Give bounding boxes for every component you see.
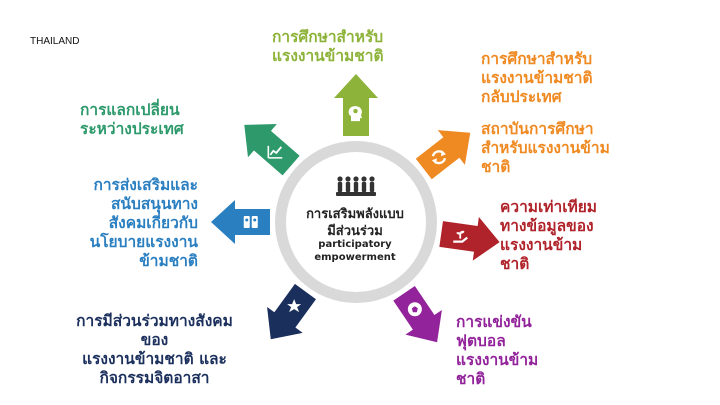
label-right-line: ชาติ [500,255,530,273]
label-bottom-right-line: แรงงานข้าม [456,351,539,369]
country-label: THAILAND [30,36,80,47]
label-bottom-left-line: การมีส่วนร่วมทางสังคม [76,312,233,330]
arrow-group [211,74,500,343]
label-top-right-line: แรงงานข้ามชาติ [481,69,593,87]
label-bottom-left-line: กิจกรรมจิตอาสา [99,369,210,387]
label-top-line: การศึกษาสำหรับ [272,28,384,46]
label-bottom-right-line: ฟุตบอล [456,332,506,350]
handshake-star-icon [287,299,302,313]
arrow-top [334,74,378,136]
arrow-top-left-shape [244,124,300,176]
head-gear-icon [348,106,362,122]
label-top-left-line: การแลกเปลี่ยน [80,101,180,119]
label-right: ความเท่าเทียมทางข้อมูลของแรงงานข้ามชาติ [500,198,597,274]
arrow-top-left [244,124,300,176]
label-top-right-line: สำหรับแรงงานข้าม [481,139,610,157]
hand-sprout-icon [453,230,468,243]
people-group-icon [336,176,376,196]
label-top-left-line: ระหว่างประเทศ [80,120,184,138]
center-hub-inner-circle [286,152,426,292]
label-top-right-secondary: สถาบันการศึกษาสำหรับแรงงานข้ามชาติ [481,120,610,177]
label-bottom-right-line: การแข่งขัน [456,313,532,331]
label-top-right-line: ชาติ [481,158,511,176]
arrow-right [439,217,500,261]
center-hub [275,141,437,303]
label-top: การศึกษาสำหรับแรงงานข้ามชาติ [272,28,384,66]
arrow-top-right [415,130,471,180]
id-cards-icon [243,216,258,228]
label-bottom-right: การแข่งขันฟุตบอลแรงงานข้ามชาติ [456,313,538,389]
label-top-line: แรงงานข้ามชาติ [272,47,384,65]
label-top-right-line: สถาบันการศึกษา [481,120,594,138]
center-english-line2: empowerment [314,252,396,263]
label-bottom-right-line: ชาติ [456,370,486,388]
label-left: การส่งเสริมและสนับสนุนทางสังคมเกี่ยวกับน… [48,176,198,271]
arrow-left-shape [211,200,270,244]
arrow-bottom-left [267,283,316,340]
label-top-left: การแลกเปลี่ยนระหว่างประเทศ [80,101,184,139]
center-title-line2: มีส่วนร่วม [327,224,383,239]
arrow-bottom-left-shape [267,283,316,340]
label-right-line: แรงงานข้าม [500,236,583,254]
label-right-line: ความเท่าเทียม [500,198,598,216]
soccer-ball-icon [407,302,422,317]
arrow-right-shape [439,217,500,261]
label-bottom-left: การมีส่วนร่วมทางสังคมของแรงงานข้ามชาติ แ… [32,312,277,388]
arrow-top-shape [334,74,378,136]
label-top-right: การศึกษาสำหรับแรงงานข้ามชาติกลับประเทศ [481,50,593,107]
label-top-right-line: การศึกษาสำหรับ [481,50,593,68]
label-left-line: ข้ามชาติ [139,252,198,270]
label-left-line: สนับสนุนทาง [110,195,198,213]
label-left-line: สังคมเกี่ยวกับ [108,214,198,232]
label-left-line: การส่งเสริมและ [93,176,198,194]
arrow-left [211,200,270,244]
center-title-line1: การเสริมพลังแบบ [306,207,404,222]
center-english-line1: participatory [318,239,392,250]
arrow-bottom-right [393,286,442,343]
refresh-icon [431,150,447,165]
label-bottom-left-line: แรงงานข้ามชาติ และ [82,350,227,368]
label-top-right-line: กลับประเทศ [481,88,562,106]
label-left-line: นโยบายแรงงาน [89,233,198,251]
line-chart-icon [267,145,283,159]
label-right-line: ทางข้อมูลของ [500,217,594,235]
label-bottom-left-line: ของ [140,331,169,349]
